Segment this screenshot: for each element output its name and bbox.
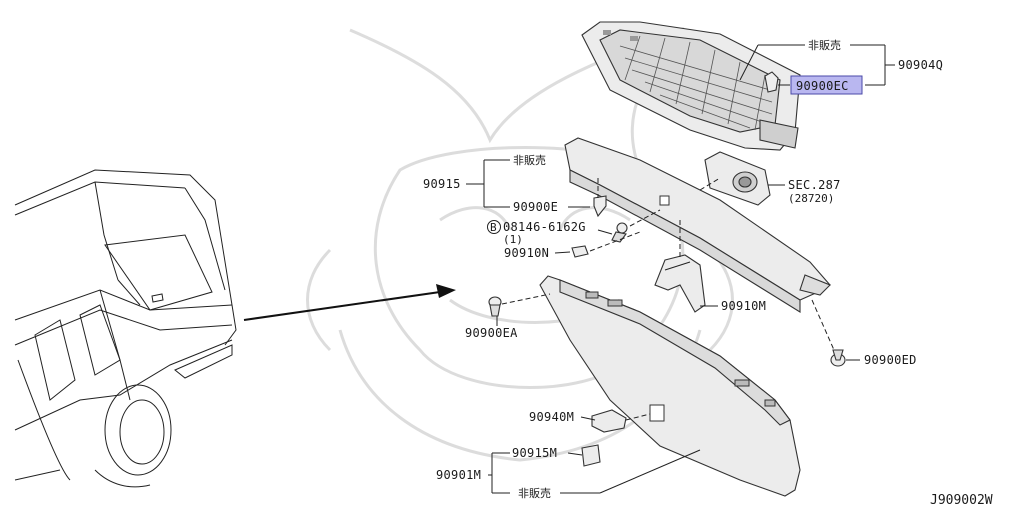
label-90904q[interactable]: 90904Q <box>898 58 943 72</box>
label-not-for-sale-mid: 非販売 <box>513 154 546 167</box>
label-90900e[interactable]: 90900E <box>513 200 558 214</box>
label-not-for-sale-bottom: 非販売 <box>518 487 551 500</box>
drawing-id: J909002W <box>930 493 993 508</box>
label-sec-28720: (28720) <box>788 192 834 205</box>
label-bolt-circle: B <box>490 221 497 234</box>
handle-90940m-part <box>591 409 627 433</box>
upper-cover-part <box>581 21 801 151</box>
rear-lamp-sec287-part <box>704 151 771 206</box>
clip-90910n-part <box>571 245 589 258</box>
clip-90900ed-part <box>830 349 846 367</box>
bolt-circle-marker <box>487 220 501 234</box>
label-90900ec[interactable]: 90900EC <box>796 79 849 93</box>
label-90901m[interactable]: 90901M <box>436 468 481 482</box>
label-08146-6162g[interactable]: 08146-6162G <box>503 220 586 234</box>
vehicle-outline <box>14 169 237 488</box>
label-90900ed[interactable]: 90900ED <box>864 353 917 367</box>
clip-90900ec-part <box>764 71 779 93</box>
bracket-90910m-part <box>654 254 706 313</box>
highlight-box-90900ec <box>790 75 863 95</box>
highlight-90900ec[interactable]: 90900EC <box>790 75 863 95</box>
label-not-for-sale-top: 非販売 <box>808 39 841 52</box>
label-90910n[interactable]: 90910N <box>504 246 549 260</box>
label-90900ea[interactable]: 90900EA <box>465 326 518 340</box>
bolt-08146-6162g-part <box>611 222 628 243</box>
direction-arrow <box>243 284 456 321</box>
leader-lines <box>466 44 895 494</box>
clip-90900e-part <box>593 195 607 218</box>
back-door-finisher-panel <box>539 275 801 497</box>
label-bolt-qty: (1) <box>503 233 523 246</box>
upper-finisher-part <box>564 137 831 313</box>
label-90910m[interactable]: 90910M <box>721 299 766 313</box>
cover-90915m-part <box>581 444 601 467</box>
label-90915m[interactable]: 90915M <box>512 446 557 460</box>
label-90915[interactable]: 90915 <box>423 177 461 191</box>
label-90940m[interactable]: 90940M <box>529 410 574 424</box>
clip-90900ea-part <box>488 296 502 317</box>
assembly-dash-lines <box>501 177 835 421</box>
label-sec-287[interactable]: SEC.287 <box>788 178 841 192</box>
